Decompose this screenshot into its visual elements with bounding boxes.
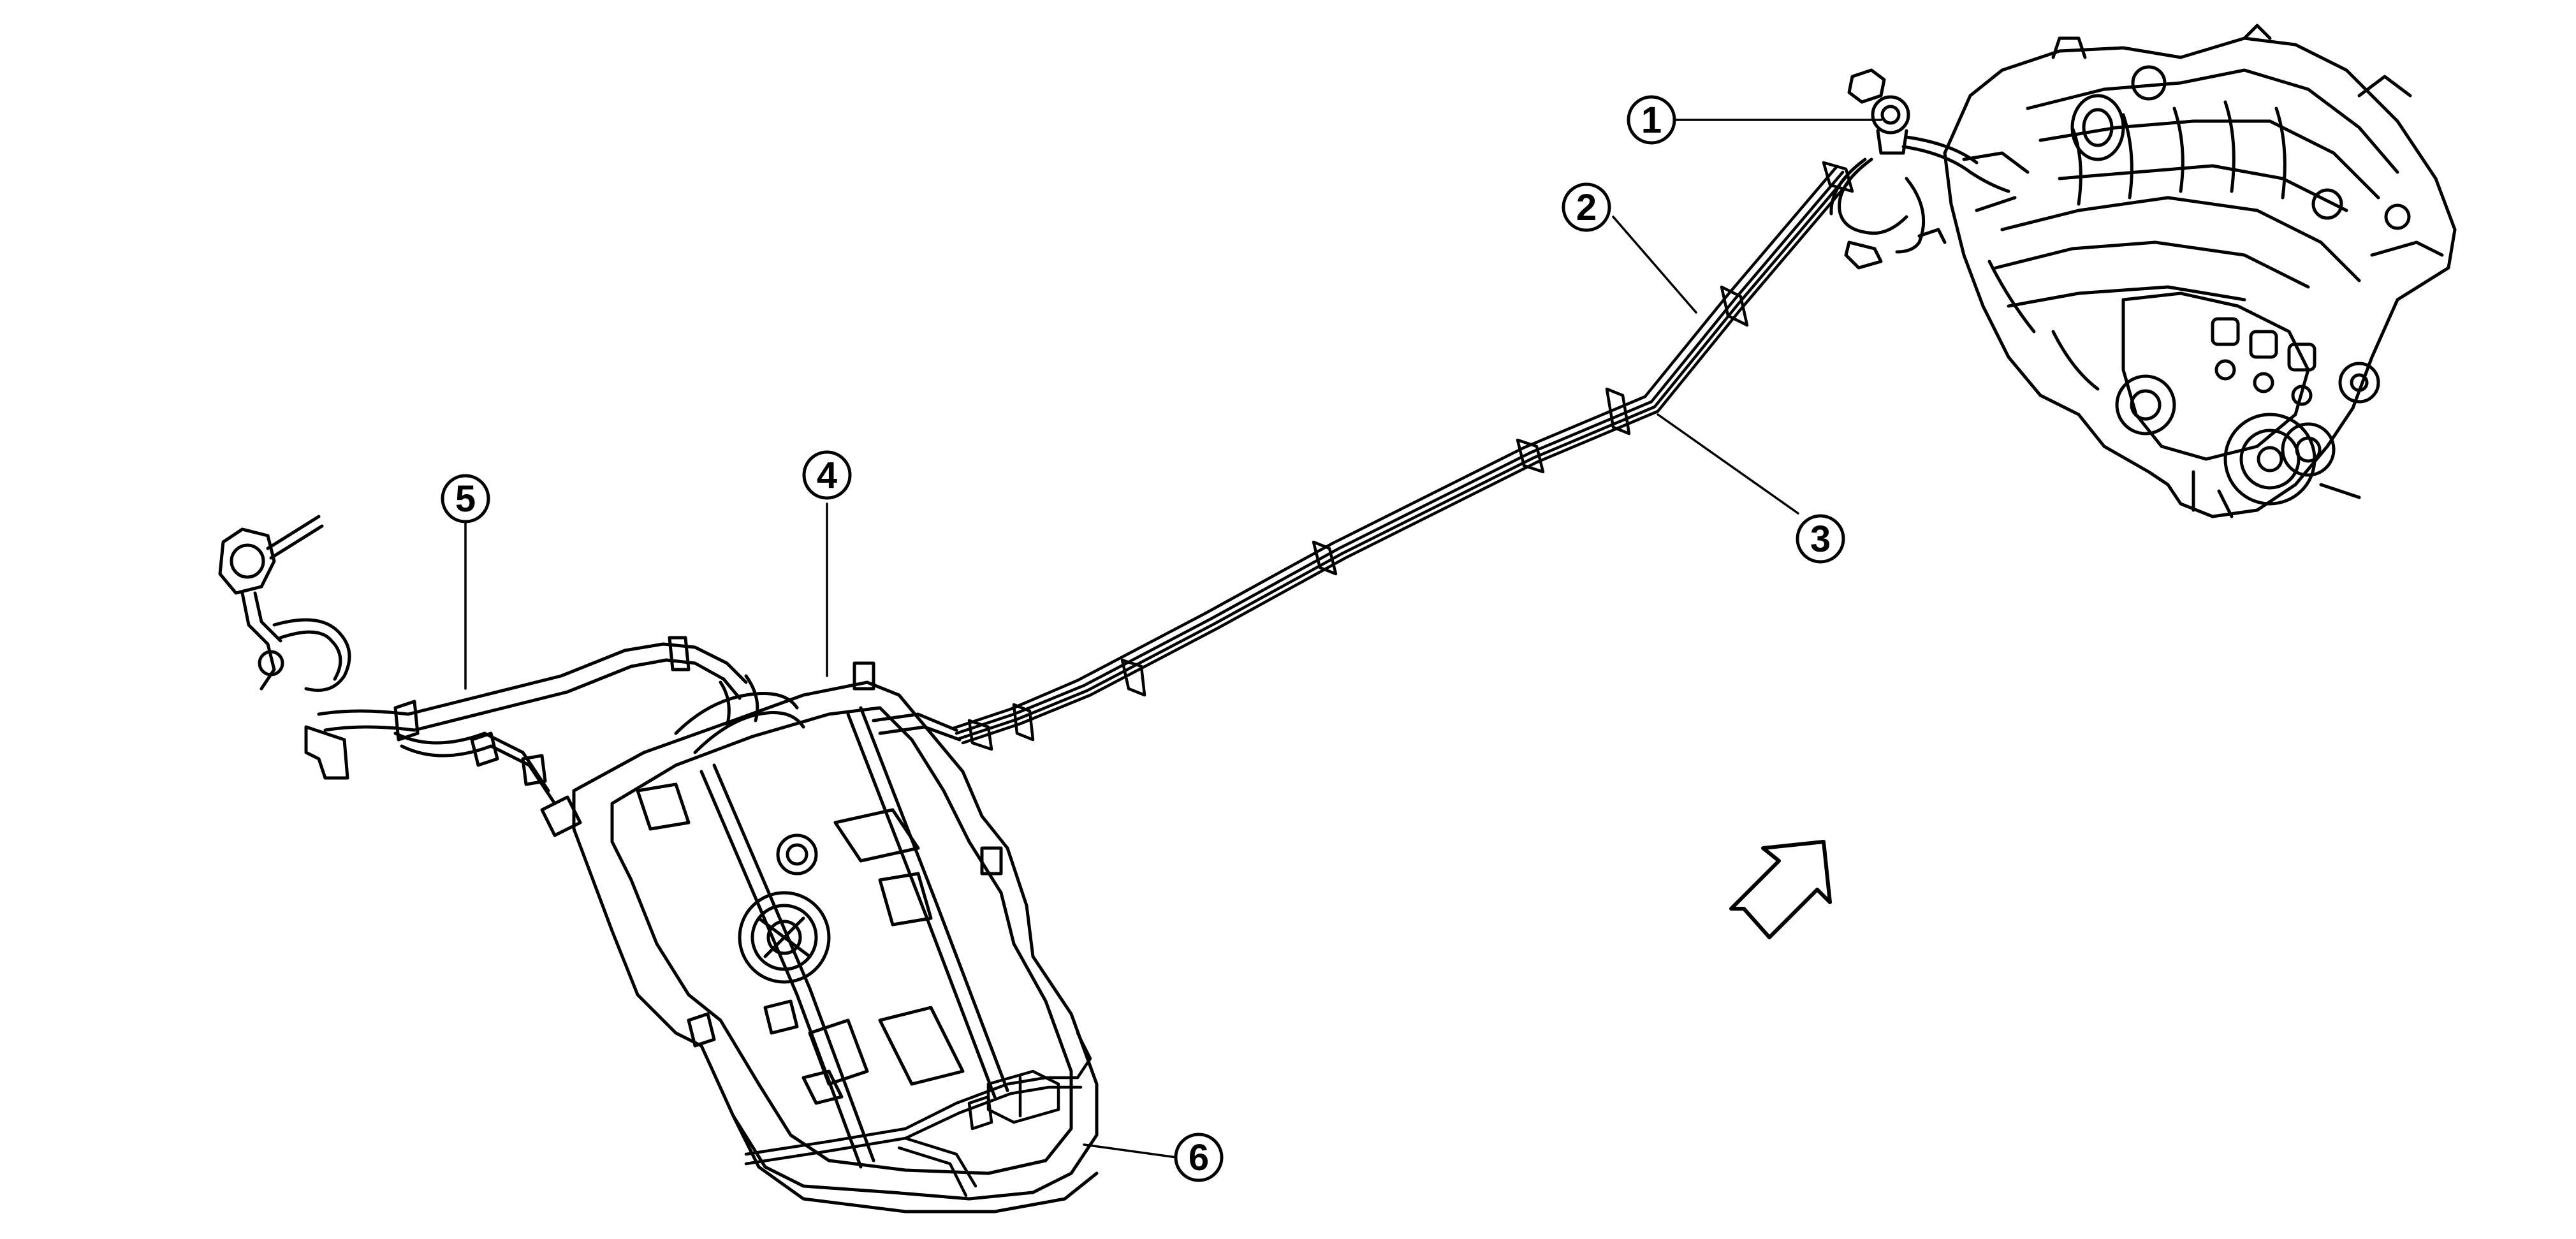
callout-1-label: 1 [1641, 99, 1662, 141]
front-direction-arrow-icon [1729, 840, 1832, 939]
callout-2: 2 [1562, 182, 1611, 232]
callout-leader-lines [464, 119, 1882, 1159]
callout-3-label: 3 [1810, 518, 1831, 560]
callout-1: 1 [1627, 95, 1676, 145]
leader-line-2 [1612, 216, 1697, 314]
callout-3: 3 [1796, 514, 1845, 564]
callout-labels: 1 2 3 4 5 6 [441, 95, 1845, 1182]
callout-3-circle [1796, 514, 1845, 564]
leader-line-6 [1083, 1143, 1178, 1159]
callout-2-label: 2 [1576, 187, 1597, 228]
callout-5: 5 [441, 474, 490, 524]
callout-4-circle [802, 450, 852, 500]
tank-bottom-lines [744, 1031, 1092, 1198]
callout-6-circle [1174, 1133, 1224, 1182]
callout-5-label: 5 [455, 478, 476, 520]
callout-4-label: 4 [817, 455, 837, 496]
callout-5-circle [441, 474, 490, 524]
leader-line-3 [1657, 413, 1799, 515]
fuel-tank [540, 661, 1099, 1213]
filler-tube-and-evap-valve [218, 515, 748, 805]
engine-assembly [1943, 24, 2457, 518]
fuel-and-evap-lines [951, 161, 1854, 751]
callout-6-label: 6 [1189, 1137, 1209, 1178]
callout-1-circle [1627, 95, 1676, 145]
callout-2-circle [1562, 182, 1611, 232]
callout-4: 4 [802, 450, 852, 500]
callout-6: 6 [1174, 1133, 1224, 1182]
evap-purge-solenoid [1847, 68, 2010, 193]
